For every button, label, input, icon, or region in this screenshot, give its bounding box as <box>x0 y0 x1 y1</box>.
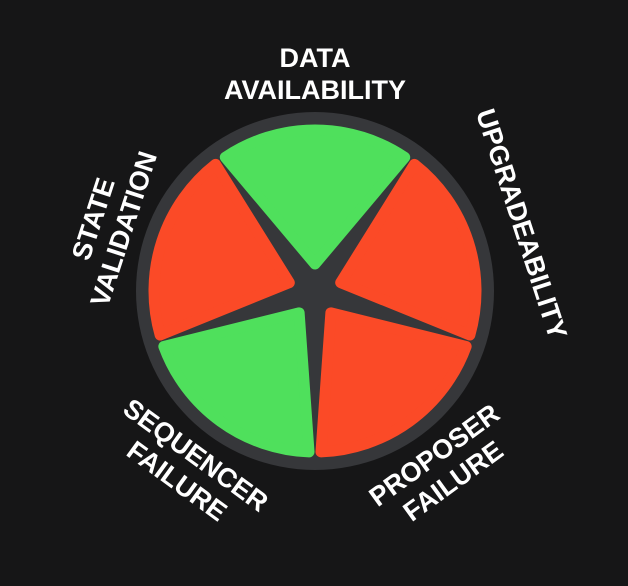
rosette-wheel <box>136 112 494 470</box>
segment-state-validation <box>148 158 295 341</box>
segment-sequencer-failure <box>158 307 315 458</box>
segment-upgradeability <box>335 158 482 341</box>
segment-proposer-failure <box>315 307 472 458</box>
label-line-data-availability-0: DATA <box>280 43 351 73</box>
segment-data-availability <box>219 124 411 270</box>
label-line-data-availability-1: AVAILABILITY <box>224 75 406 105</box>
